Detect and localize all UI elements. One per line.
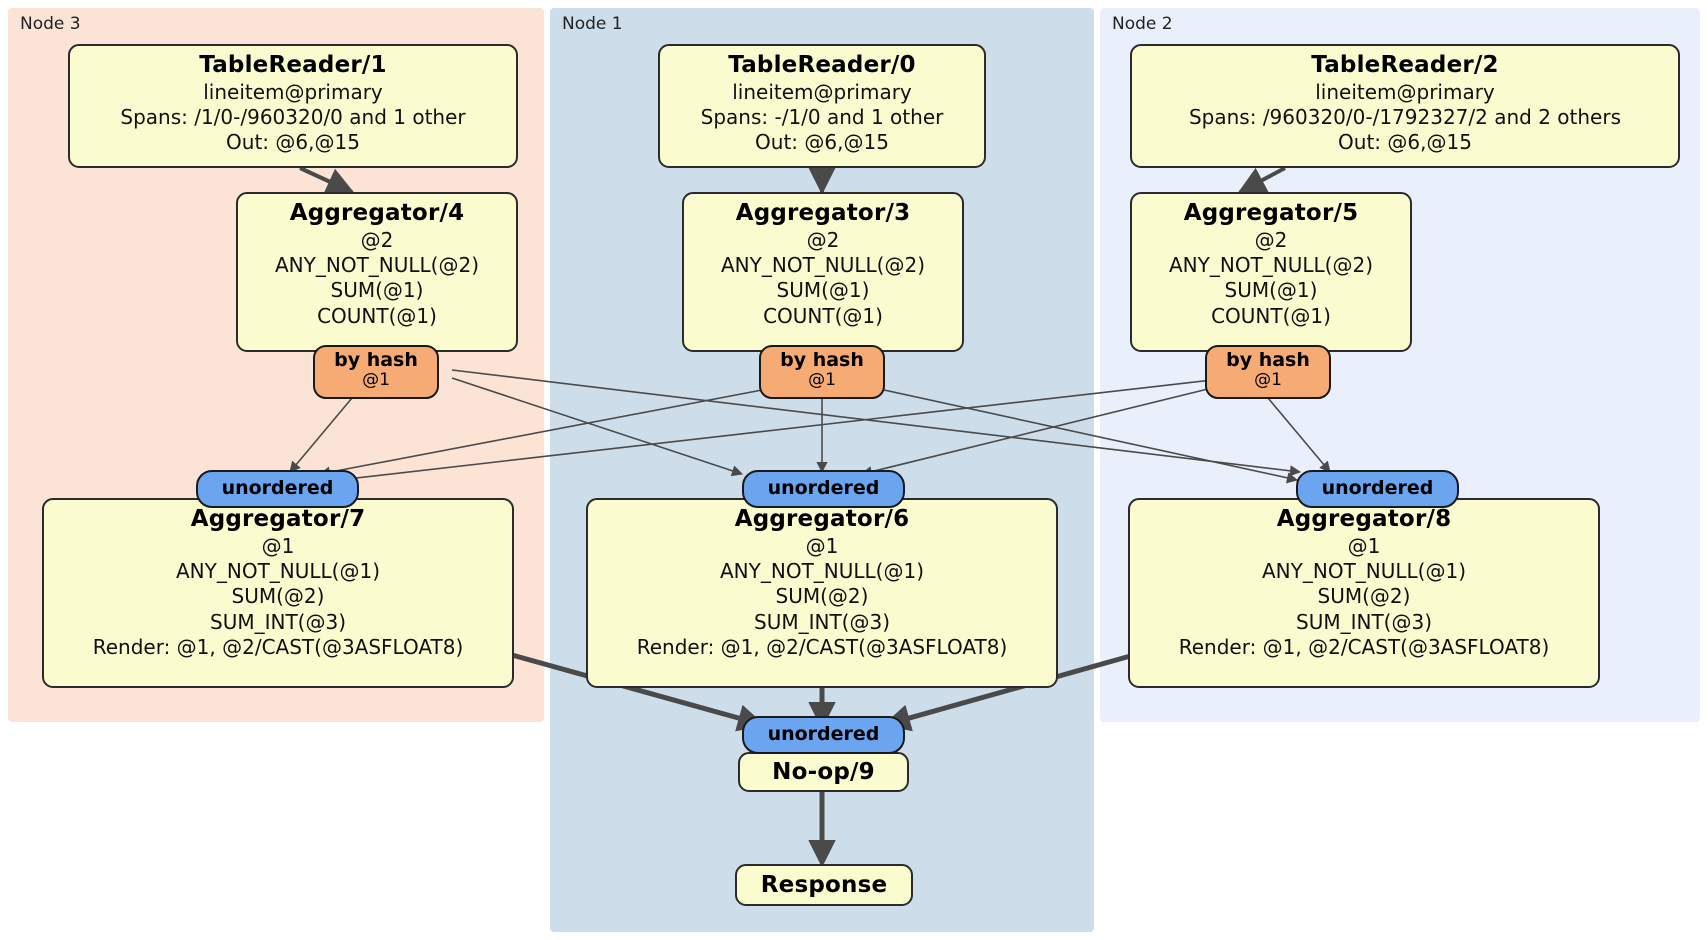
tablereader-2-title: TableReader/2 — [1311, 52, 1499, 78]
aggregator-8-agg1: ANY_NOT_NULL(@1) — [1262, 559, 1466, 584]
noop-9-box[interactable]: No-op/9 — [738, 752, 909, 792]
aggregator-5-box[interactable]: Aggregator/5 @2 ANY_NOT_NULL(@2) SUM(@1)… — [1130, 192, 1412, 352]
aggregator-6-agg1: ANY_NOT_NULL(@1) — [720, 559, 924, 584]
aggregator-8-group: @1 — [1347, 533, 1381, 558]
tablereader-2-index: lineitem@primary — [1315, 79, 1495, 104]
aggregator-7-box[interactable]: Aggregator/7 @1 ANY_NOT_NULL(@1) SUM(@2)… — [42, 498, 514, 688]
aggregator-8-agg2: SUM(@2) — [1317, 584, 1411, 609]
aggregator-3-group: @2 — [806, 227, 840, 252]
unordered-badge-node2-label: unordered — [1321, 477, 1434, 500]
node-panel-label-node2: Node 2 — [1112, 14, 1173, 34]
response-title: Response — [760, 871, 888, 898]
unordered-badge-node3[interactable]: unordered — [196, 470, 359, 508]
aggregator-4-agg2: SUM(@1) — [330, 278, 424, 303]
aggregator-5-agg2: SUM(@1) — [1224, 278, 1318, 303]
aggregator-7-render: Render: @1, @2/CAST(@3ASFLOAT8) — [92, 634, 464, 659]
node-panel-label-node1: Node 1 — [562, 14, 623, 34]
hash-badge-node2[interactable]: by hash @1 — [1205, 345, 1331, 399]
hash-badge-node2-label: by hash — [1226, 349, 1310, 371]
aggregator-5-agg1: ANY_NOT_NULL(@2) — [1169, 253, 1373, 278]
aggregator-7-agg2: SUM(@2) — [231, 584, 325, 609]
unordered-badge-node1-label: unordered — [767, 477, 880, 500]
aggregator-3-title: Aggregator/3 — [735, 200, 911, 226]
aggregator-4-agg3: COUNT(@1) — [317, 303, 437, 328]
hash-badge-node3-column: @1 — [362, 370, 390, 391]
tablereader-0-index: lineitem@primary — [732, 79, 912, 104]
aggregator-5-group: @2 — [1254, 227, 1288, 252]
hash-badge-node3-label: by hash — [334, 349, 418, 371]
aggregator-6-group: @1 — [805, 533, 839, 558]
tablereader-0-out: Out: @6,@15 — [755, 130, 889, 155]
aggregator-8-render: Render: @1, @2/CAST(@3ASFLOAT8) — [1178, 634, 1550, 659]
aggregator-5-agg3: COUNT(@1) — [1211, 303, 1331, 328]
response-box[interactable]: Response — [735, 864, 913, 906]
tablereader-1-index: lineitem@primary — [203, 79, 383, 104]
tablereader-1-out: Out: @6,@15 — [226, 130, 360, 155]
aggregator-6-agg3: SUM_INT(@3) — [754, 609, 890, 634]
aggregator-3-agg3: COUNT(@1) — [763, 303, 883, 328]
aggregator-8-title: Aggregator/8 — [1276, 506, 1452, 532]
aggregator-3-agg1: ANY_NOT_NULL(@2) — [721, 253, 925, 278]
aggregator-4-box[interactable]: Aggregator/4 @2 ANY_NOT_NULL(@2) SUM(@1)… — [236, 192, 518, 352]
noop-9-title: No-op/9 — [772, 758, 875, 785]
tablereader-2-out: Out: @6,@15 — [1338, 130, 1472, 155]
aggregator-6-agg2: SUM(@2) — [775, 584, 869, 609]
aggregator-5-title: Aggregator/5 — [1183, 200, 1359, 226]
hash-badge-node3[interactable]: by hash @1 — [313, 345, 439, 399]
final-unordered-label: unordered — [767, 723, 880, 746]
tablereader-0-title: TableReader/0 — [728, 52, 916, 78]
aggregator-4-group: @2 — [360, 227, 394, 252]
aggregator-4-title: Aggregator/4 — [289, 200, 465, 226]
aggregator-7-group: @1 — [261, 533, 295, 558]
unordered-badge-node1[interactable]: unordered — [742, 470, 905, 508]
aggregator-6-box[interactable]: Aggregator/6 @1 ANY_NOT_NULL(@1) SUM(@2)… — [586, 498, 1058, 688]
hash-badge-node1-label: by hash — [780, 349, 864, 371]
hash-badge-node1-column: @1 — [808, 370, 836, 391]
aggregator-7-agg1: ANY_NOT_NULL(@1) — [176, 559, 380, 584]
unordered-badge-node3-label: unordered — [221, 477, 334, 500]
node-panel-label-node3: Node 3 — [20, 14, 81, 34]
aggregator-3-box[interactable]: Aggregator/3 @2 ANY_NOT_NULL(@2) SUM(@1)… — [682, 192, 964, 352]
aggregator-6-title: Aggregator/6 — [734, 506, 910, 532]
hash-badge-node2-column: @1 — [1254, 370, 1282, 391]
tablereader-0-spans: Spans: -/1/0 and 1 other — [700, 105, 944, 130]
tablereader-1-spans: Spans: /1/0-/960320/0 and 1 other — [120, 105, 466, 130]
tablereader-0-box[interactable]: TableReader/0 lineitem@primary Spans: -/… — [658, 44, 986, 168]
tablereader-2-spans: Spans: /960320/0-/1792327/2 and 2 others — [1188, 105, 1621, 130]
aggregator-6-render: Render: @1, @2/CAST(@3ASFLOAT8) — [636, 634, 1008, 659]
aggregator-4-agg1: ANY_NOT_NULL(@2) — [275, 253, 479, 278]
final-unordered-badge[interactable]: unordered — [742, 716, 905, 754]
aggregator-8-box[interactable]: Aggregator/8 @1 ANY_NOT_NULL(@1) SUM(@2)… — [1128, 498, 1600, 688]
aggregator-8-agg3: SUM_INT(@3) — [1296, 609, 1432, 634]
aggregator-7-agg3: SUM_INT(@3) — [210, 609, 346, 634]
unordered-badge-node2[interactable]: unordered — [1296, 470, 1459, 508]
hash-badge-node1[interactable]: by hash @1 — [759, 345, 885, 399]
tablereader-2-box[interactable]: TableReader/2 lineitem@primary Spans: /9… — [1130, 44, 1680, 168]
aggregator-7-title: Aggregator/7 — [190, 506, 366, 532]
tablereader-1-box[interactable]: TableReader/1 lineitem@primary Spans: /1… — [68, 44, 518, 168]
tablereader-1-title: TableReader/1 — [199, 52, 387, 78]
aggregator-3-agg2: SUM(@1) — [776, 278, 870, 303]
